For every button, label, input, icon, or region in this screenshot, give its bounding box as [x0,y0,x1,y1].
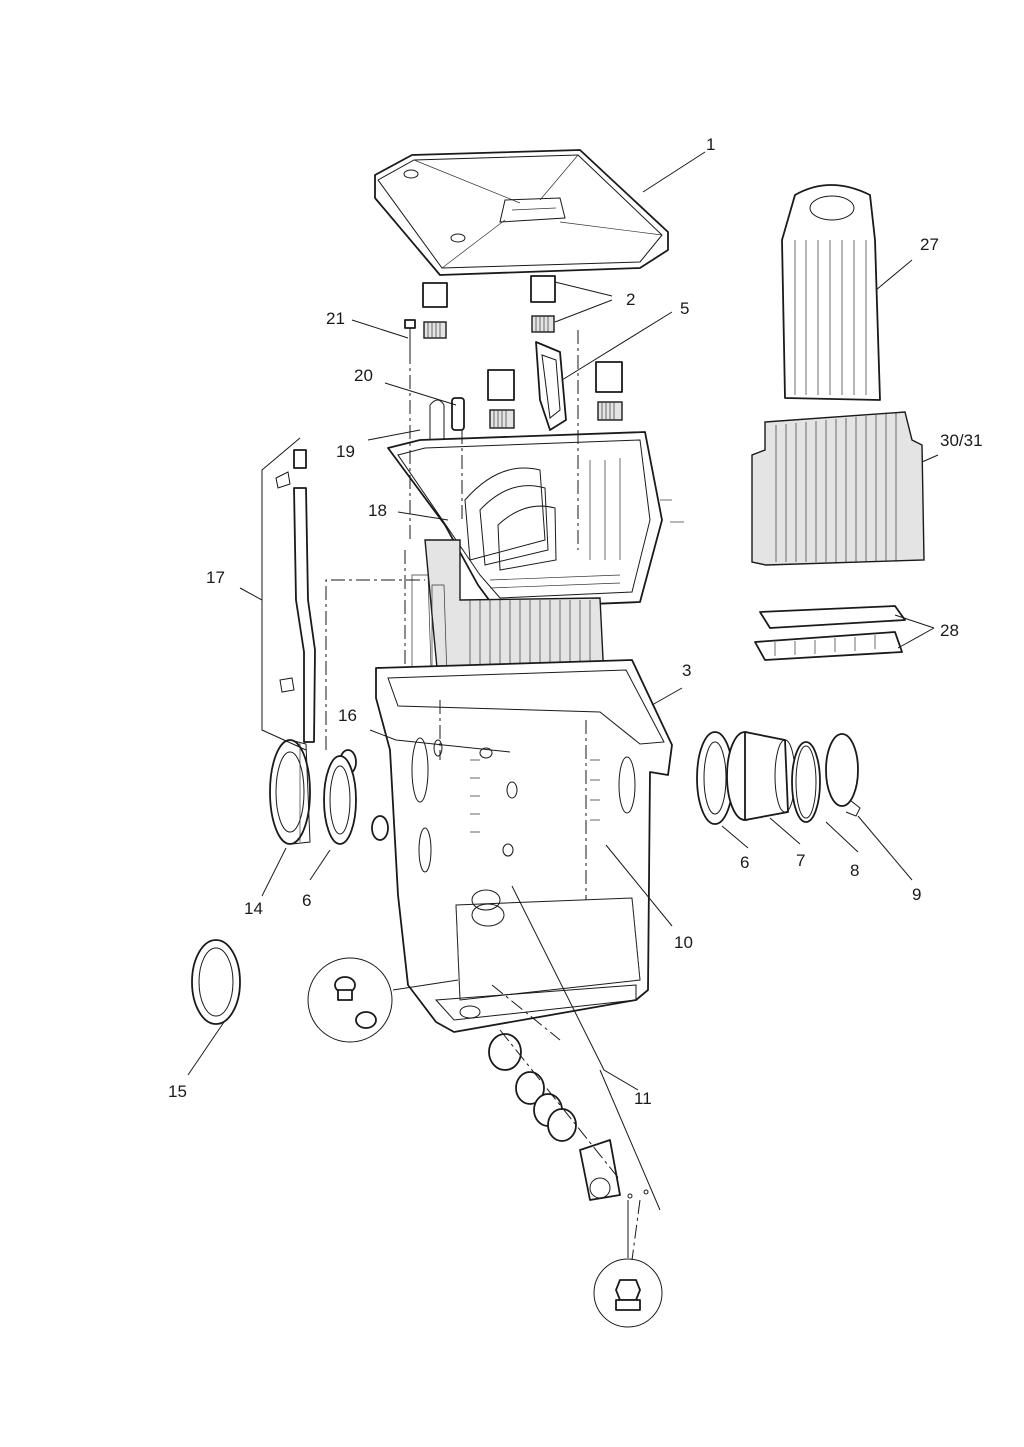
part-pipe-20 [429,397,465,440]
part-lid [374,149,669,276]
part-socket-7 [726,731,796,821]
callout-6-right: 6 [740,853,749,872]
callout-20: 20 [354,366,373,385]
callout-27: 27 [920,235,939,254]
part-clips-middle [487,361,623,429]
part-clamp-9 [825,733,861,817]
callout-9: 9 [912,885,921,904]
callout-2: 2 [626,290,635,309]
leader-lines [187,151,939,1258]
callout-30-31: 30/31 [940,431,983,450]
part-valve-assembly [488,1033,649,1201]
callout-11: 11 [634,1089,652,1108]
callout-15: 15 [168,1082,187,1101]
part-filter-30-31 [751,411,925,566]
callout-14: 14 [244,899,263,918]
assembly-lines [325,330,641,1261]
callout-19: 19 [336,442,355,461]
part-combs-28 [754,605,906,661]
callout-3: 3 [682,661,691,680]
callout-18: 18 [368,501,387,520]
part-hose-17 [275,449,316,743]
callout-21: 21 [326,309,345,328]
part-cartridge-27 [781,184,881,401]
callout-7: 7 [796,851,805,870]
part-outlet-14 [269,739,311,845]
detail-circle-bolt [593,1258,663,1328]
callout-10: 10 [674,933,693,952]
detail-circle-plug [307,957,393,1043]
callout-17: 17 [206,568,225,587]
callout-1: 1 [706,135,715,154]
part-screw-21 [404,319,416,350]
part-housing [375,659,673,1033]
callout-28: 28 [940,621,959,640]
part-clips-top [422,275,556,339]
callout-6-left: 6 [302,891,311,910]
callout-5: 5 [680,299,689,318]
callout-labels: 1 2 3 5 6 6 7 8 9 10 11 14 15 16 17 18 1… [168,135,983,1108]
part-seal-8 [791,741,821,823]
part-flange-6-left [323,755,357,845]
callout-8: 8 [850,861,859,880]
part-ring-15 [191,939,241,1025]
callout-16: 16 [338,706,357,725]
part-flap [535,341,567,431]
